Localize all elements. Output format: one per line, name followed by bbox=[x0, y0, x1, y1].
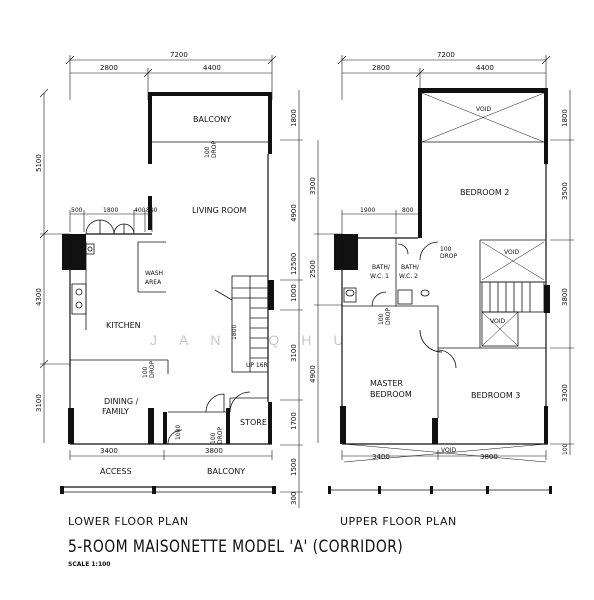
upper-dim-right-d: 3300 bbox=[561, 384, 569, 402]
lower-doors bbox=[85, 219, 251, 445]
lower-dim-right-a: 1800 bbox=[290, 109, 298, 127]
lower-room-kitchen: KITCHEN bbox=[106, 321, 141, 330]
lower-note-drop1b: DROP bbox=[211, 140, 218, 158]
upper-room-void-top: VOID bbox=[476, 106, 491, 113]
lower-floor-caption: LOWER FLOOR PLAN bbox=[68, 515, 189, 528]
lower-kitchen-fixtures bbox=[71, 242, 95, 330]
upper-dim-left-b: 2500 bbox=[309, 260, 317, 278]
lower-note-drop2b: DROP bbox=[149, 360, 156, 378]
lower-room-balcony-bottom: BALCONY bbox=[207, 467, 245, 476]
lower-note-stair-dim: 1800 bbox=[231, 325, 238, 340]
lower-dim-right: 4400 bbox=[203, 64, 221, 72]
lower-dim-inner-b: 1800 bbox=[103, 207, 118, 214]
lower-dim-right-f: 1700 bbox=[290, 412, 298, 430]
lower-partitions bbox=[69, 141, 272, 445]
upper-room-master1: MASTER bbox=[370, 379, 403, 388]
upper-dim-bottom-a: 3400 bbox=[372, 453, 390, 461]
lower-dim-left-b: 4300 bbox=[35, 288, 43, 306]
upper-dim-inner-b: 800 bbox=[402, 207, 414, 214]
upper-room-bed3: BEDROOM 3 bbox=[471, 391, 520, 400]
upper-room-bath2b: W.C. 2 bbox=[399, 273, 418, 280]
lower-dim-bottom-b: 3800 bbox=[205, 447, 223, 455]
lower-note-drop3b: DROP bbox=[217, 426, 224, 444]
lower-dim-inner-c: 400 bbox=[134, 207, 146, 214]
upper-room-bath1b: W.C. 1 bbox=[370, 273, 389, 280]
upper-bottom-dimensions: 3400 3800 bbox=[328, 450, 552, 494]
upper-floor-caption: UPPER FLOOR PLAN bbox=[340, 515, 457, 528]
lower-dim-inner-a: 500 bbox=[71, 207, 83, 214]
lower-room-wash1: WASH bbox=[145, 270, 163, 277]
lower-dim-left-a: 5100 bbox=[35, 154, 43, 172]
upper-room-void-mid: VOID bbox=[504, 249, 519, 256]
lower-walls bbox=[62, 92, 274, 444]
upper-note-drop1b: DROP bbox=[385, 307, 392, 325]
upper-dim-right-b: 3500 bbox=[561, 182, 569, 200]
upper-note-drop2: 100 bbox=[440, 246, 452, 253]
drawing-title: 5-ROOM MAISONETTE MODEL 'A' (CORRIDOR) bbox=[68, 537, 404, 557]
lower-dim-left: 2800 bbox=[100, 64, 118, 72]
lower-right-dimensions: 1800 4900 12500 1000 3100 1700 1500 300 bbox=[280, 90, 303, 508]
upper-room-void-bottom: VOID bbox=[441, 447, 456, 454]
lower-bottom-dimensions: 3400 3800 bbox=[60, 447, 276, 494]
upper-left-dimensions: 3300 2500 4900 bbox=[309, 140, 342, 443]
lower-room-store: STORE bbox=[240, 418, 267, 427]
upper-room-master2: BEDROOM bbox=[370, 390, 412, 399]
upper-bath-fixtures bbox=[343, 241, 457, 369]
upper-dim-left: 2800 bbox=[372, 64, 390, 72]
upper-dim-right-a: 1800 bbox=[561, 109, 569, 127]
lower-dim-total: 7200 bbox=[170, 51, 188, 59]
upper-room-bath1a: BATH/ bbox=[372, 264, 391, 271]
upper-room-bed2: BEDROOM 2 bbox=[460, 188, 509, 197]
upper-walls bbox=[334, 88, 550, 444]
upper-dim-left-c: 4900 bbox=[309, 365, 317, 383]
drawing-scale: SCALE 1:100 bbox=[68, 561, 111, 568]
upper-inner-dimensions: 1900 800 bbox=[341, 207, 421, 234]
lower-dim-right-h: 300 bbox=[290, 492, 298, 505]
lower-staircase bbox=[214, 275, 269, 373]
lower-dim-right-e: 3100 bbox=[290, 344, 298, 362]
upper-floor-plan: 7200 2800 4400 3300 2500 4900 1800 3500 … bbox=[309, 51, 574, 494]
upper-right-dimensions: 1800 3500 3800 3300 100 bbox=[550, 90, 574, 455]
lower-dim-right-g: 1500 bbox=[290, 458, 298, 476]
upper-dim-left-a: 3300 bbox=[309, 177, 317, 195]
lower-dim-bottom-a: 3400 bbox=[100, 447, 118, 455]
lower-room-dining2: FAMILY bbox=[102, 407, 129, 416]
lower-note-drop1: 100 bbox=[204, 146, 211, 158]
upper-note-drop1: 100 bbox=[378, 313, 385, 325]
upper-partitions bbox=[341, 141, 548, 445]
upper-dim-total: 7200 bbox=[437, 51, 455, 59]
upper-dim-right: 4400 bbox=[476, 64, 494, 72]
upper-dim-bottom-b: 3800 bbox=[480, 453, 498, 461]
lower-note-dim1000: 1000 bbox=[175, 425, 182, 440]
upper-room-void-stair: VOID bbox=[490, 318, 505, 325]
upper-dim-right-c: 3800 bbox=[561, 288, 569, 306]
lower-floor-plan: 7200 2800 4400 5100 4300 3100 1800 49 bbox=[35, 51, 303, 508]
upper-note-drop2b: DROP bbox=[440, 253, 458, 260]
upper-dim-right-e: 100 bbox=[562, 443, 569, 455]
lower-note-drop2: 100 bbox=[142, 366, 149, 378]
upper-staircase bbox=[481, 281, 545, 313]
lower-note-drop3: 100 bbox=[210, 432, 217, 444]
lower-dim-right-b: 4900 bbox=[290, 204, 298, 222]
lower-room-dining1: DINING / bbox=[104, 397, 139, 406]
lower-note-up: UP 16R bbox=[246, 362, 268, 369]
lower-room-balcony: BALCONY bbox=[193, 115, 231, 124]
lower-room-wash2: AREA bbox=[145, 279, 162, 286]
lower-room-access: ACCESS bbox=[100, 467, 132, 476]
lower-dim-left-c: 3100 bbox=[35, 394, 43, 412]
lower-dim-right-d: 1000 bbox=[290, 284, 298, 302]
lower-inner-dimensions: 500 1800 400 800 bbox=[69, 207, 158, 232]
upper-dim-inner-a: 1900 bbox=[360, 207, 375, 214]
lower-dim-right-c: 12500 bbox=[290, 253, 298, 275]
upper-room-bath2a: BATH/ bbox=[401, 264, 420, 271]
lower-room-living: LIVING ROOM bbox=[192, 206, 247, 215]
watermark: JAN QHU bbox=[150, 332, 366, 348]
